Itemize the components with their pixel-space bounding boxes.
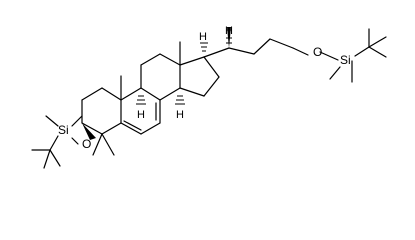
c20-hash-bond [226,37,232,44]
c5-c6-double-bond [123,120,142,131]
right-tbs-group [319,28,387,83]
ring-d [179,56,220,97]
ring-c [140,53,181,101]
silicon-label-right: Si [340,53,351,67]
side-chain [203,27,309,58]
oxygen-label-right: O [313,45,322,59]
left-tbs-group [31,115,83,169]
oxygen-label-left: O [82,137,91,151]
ring-b [120,87,161,135]
c17-hash-bond [200,42,208,52]
steroid-bis-silyl-ether-structure: O Si O Si H H H H [31,25,387,169]
silicon-label-left: Si [58,123,69,137]
hydrogen-label-c20: H [225,25,233,37]
c9-hash-bond [136,95,146,105]
c3-oxygen-wedge [82,123,96,140]
hydrogen-label-c14: H [176,109,184,121]
ring-a [81,87,122,135]
c4-methyl-bond-1 [92,133,103,156]
hydrogen-label-c17: H [199,31,207,43]
c14-hash-bond [175,95,185,105]
hydrogen-label-c9: H [137,109,145,121]
c4-methyl-bond-2 [101,133,115,156]
